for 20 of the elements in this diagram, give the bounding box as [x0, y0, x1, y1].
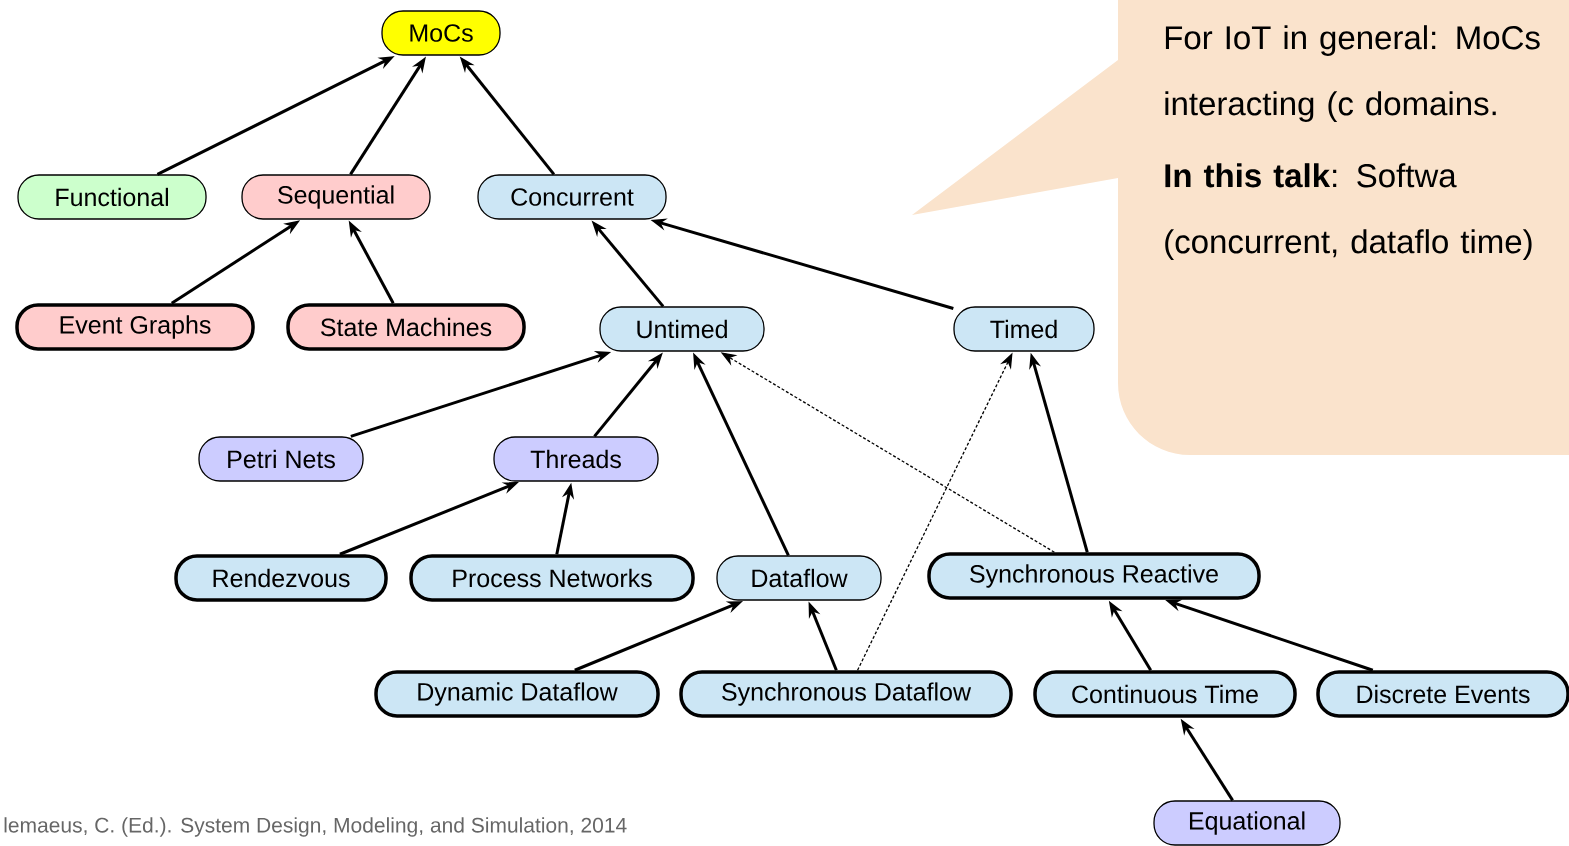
rounded-box: Process Networks [409, 554, 695, 602]
rounded-box: Synchronous Dataflow [679, 670, 1013, 718]
rounded-box: Discrete Events [1316, 670, 1569, 718]
rounded-box: Dataflow [716, 555, 882, 601]
rounded-box: Sequential [241, 174, 431, 220]
rounded-box: Petri Nets [198, 436, 364, 482]
citation: lemaeus, C. (Ed.). System Design, Modeling, and Simulation, 2014 [4, 817, 627, 837]
rounded-box: Event Graphs [15, 303, 255, 351]
rounded-box: Concurrent [477, 174, 667, 220]
rounded-box: Threads [493, 436, 659, 482]
rounded-box: Continuous Time [1033, 670, 1297, 718]
rounded-box: Dynamic Dataflow [374, 670, 660, 718]
rounded-box: State Machines [286, 303, 526, 351]
rounded-box: Untimed [599, 306, 765, 352]
rounded-box: Synchronous Reactive [927, 552, 1261, 600]
rounded-box: Equational [1153, 800, 1341, 846]
rounded-box: MoCs [381, 10, 501, 56]
rounded-box: Functional [17, 174, 207, 220]
rounded-box: Timed [953, 306, 1095, 352]
rounded-box: Rendezvous [174, 554, 388, 602]
